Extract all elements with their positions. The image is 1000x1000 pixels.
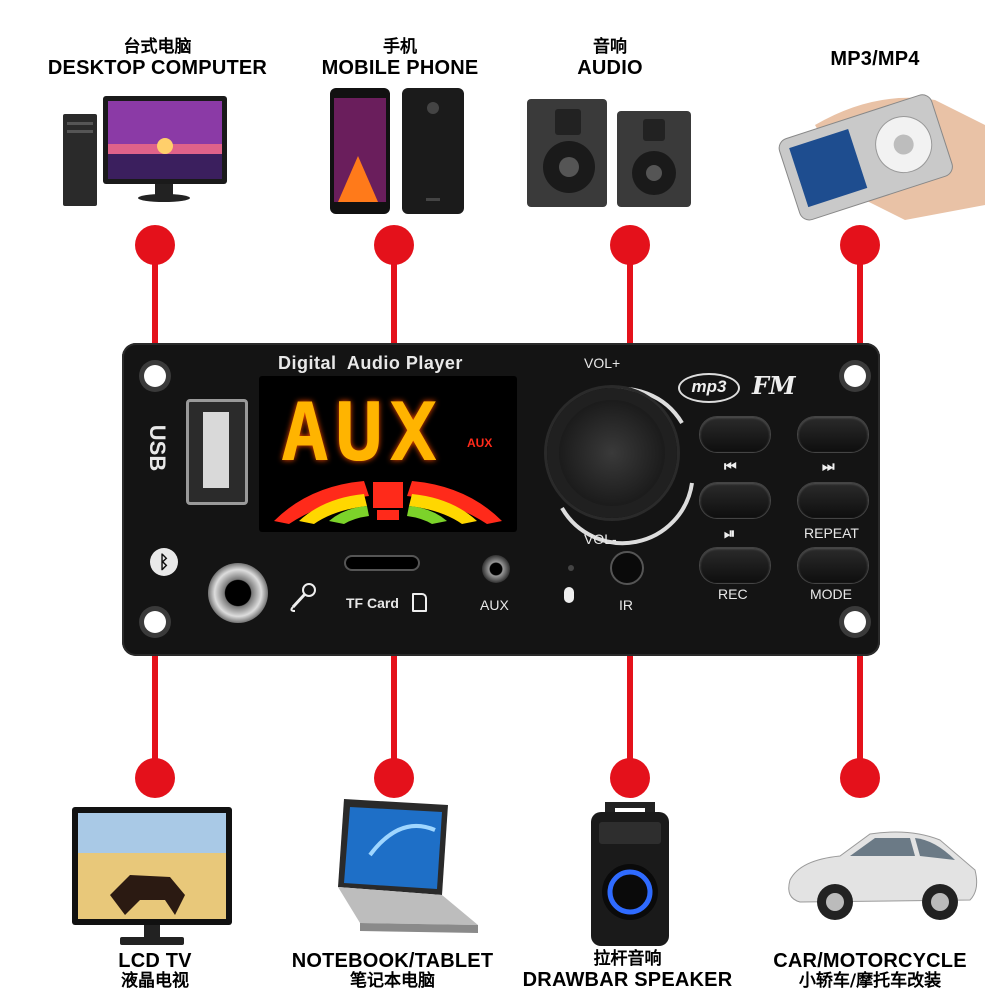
tf-card-slot[interactable]: [346, 557, 418, 569]
connector-dot: [135, 225, 175, 265]
prev-button[interactable]: [700, 483, 770, 518]
display-main-text: AUX: [280, 386, 444, 479]
caption-en: AUDIO: [577, 57, 643, 80]
volume-knob[interactable]: [547, 388, 677, 518]
mount-hole: [144, 611, 166, 633]
connector-line: [857, 245, 863, 345]
vol-plus-label: VOL+: [584, 355, 621, 371]
connector-dot: [840, 758, 880, 798]
fm-logo: FM: [752, 371, 796, 400]
caption-desktop-computer: 台式电脑 DESKTOP COMPUTER: [30, 37, 285, 80]
caption-en: MP3/MP4: [830, 48, 920, 70]
caption-zh: 台式电脑: [123, 37, 192, 57]
connector-line: [857, 655, 863, 775]
connector-dot: [374, 225, 414, 265]
mode-label: MODE: [810, 586, 852, 602]
connector-line: [152, 655, 158, 775]
mic-icon: [564, 587, 574, 603]
usb-port[interactable]: [186, 399, 248, 505]
repeat-label: REPEAT: [804, 525, 859, 541]
next-icon: ⏭: [822, 458, 835, 474]
caption-en: DESKTOP COMPUTER: [47, 57, 268, 80]
caption-zh: 小轿车/摩托车改装: [798, 971, 942, 992]
prev-icon: ⏮: [724, 458, 737, 474]
microphone-jack[interactable]: [208, 563, 268, 623]
bluetooth-icon: ᛒ: [150, 548, 178, 576]
spectrum-meter: [274, 481, 502, 524]
caption-en: CAR/MOTORCYCLE: [773, 950, 967, 972]
desktop-computer-icon: [63, 96, 227, 206]
display-small-text: AUX: [467, 436, 493, 450]
connector-dot: [610, 758, 650, 798]
caption-car-motorcycle: CAR/MOTORCYCLE 小轿车/摩托车改装: [755, 950, 985, 991]
caption-zh: 拉杆音响: [593, 949, 662, 969]
ir-label: IR: [619, 597, 633, 613]
connector-line: [627, 655, 633, 775]
connector-line: [391, 655, 397, 775]
caption-zh: 手机: [383, 37, 417, 57]
mp3-logo: mp3: [678, 373, 740, 403]
mount-hole: [844, 365, 866, 387]
audio-player-board: USB ᛒ Digital Audio Player AUX AUX TF Ca…: [122, 343, 880, 656]
mic-hole: [568, 565, 574, 571]
connector-dot: [840, 225, 880, 265]
caption-drawbar-speaker: 拉杆音响 DRAWBAR SPEAKER: [505, 949, 750, 992]
play-pause-button[interactable]: [700, 548, 770, 583]
laptop-icon: [338, 799, 478, 933]
caption-en: LCD TV: [118, 950, 192, 972]
tf-card-label: TF Card: [346, 595, 399, 611]
caption-notebook-tablet: NOTEBOOK/TABLET 笔记本电脑: [270, 950, 515, 991]
caption-zh: 笔记本电脑: [350, 971, 435, 992]
mount-hole: [844, 611, 866, 633]
repeat-button[interactable]: [798, 548, 868, 583]
vol-minus-label: VOL-: [584, 531, 617, 547]
caption-en: DRAWBAR SPEAKER: [522, 969, 733, 992]
usb-label: USB: [145, 424, 171, 472]
ir-receiver: [610, 551, 644, 585]
microphone-icon: [290, 583, 316, 612]
button-top-right[interactable]: [798, 417, 868, 452]
caption-en: NOTEBOOK/TABLET: [291, 950, 494, 972]
mount-hole: [144, 365, 166, 387]
lcd-tv-icon: [72, 807, 232, 945]
connector-line: [152, 245, 158, 345]
connector-line: [627, 245, 633, 345]
caption-mobile-phone: 手机 MOBILE PHONE: [300, 37, 500, 80]
connector-dot: [374, 758, 414, 798]
connector-line: [391, 245, 397, 345]
drawbar-speaker-icon: [591, 802, 669, 946]
caption-zh: 液晶电视: [121, 971, 189, 992]
caption-en: MOBILE PHONE: [321, 57, 479, 80]
sd-card-icon: [412, 593, 427, 612]
button-top-left[interactable]: [700, 417, 770, 452]
caption-zh: 音响: [593, 37, 627, 57]
board-title: Digital Audio Player: [278, 353, 463, 373]
rec-label: REC: [718, 586, 748, 602]
speakers-icon: [527, 99, 691, 207]
connector-dot: [610, 225, 650, 265]
connector-dot: [135, 758, 175, 798]
next-button[interactable]: [798, 483, 868, 518]
led-display: AUX AUX: [259, 376, 517, 532]
caption-mp3-mp4: MP3/MP4: [800, 48, 950, 70]
caption-lcd-tv: LCD TV 液晶电视: [80, 950, 230, 991]
caption-audio: 音响 AUDIO: [555, 37, 665, 80]
aux-label: AUX: [480, 597, 509, 613]
play-pause-icon: ⏯: [724, 525, 736, 541]
mobile-phone-icon: [330, 88, 464, 214]
car-icon: [788, 831, 978, 920]
aux-jack[interactable]: [482, 555, 510, 583]
mp3-player-icon: [778, 94, 985, 221]
